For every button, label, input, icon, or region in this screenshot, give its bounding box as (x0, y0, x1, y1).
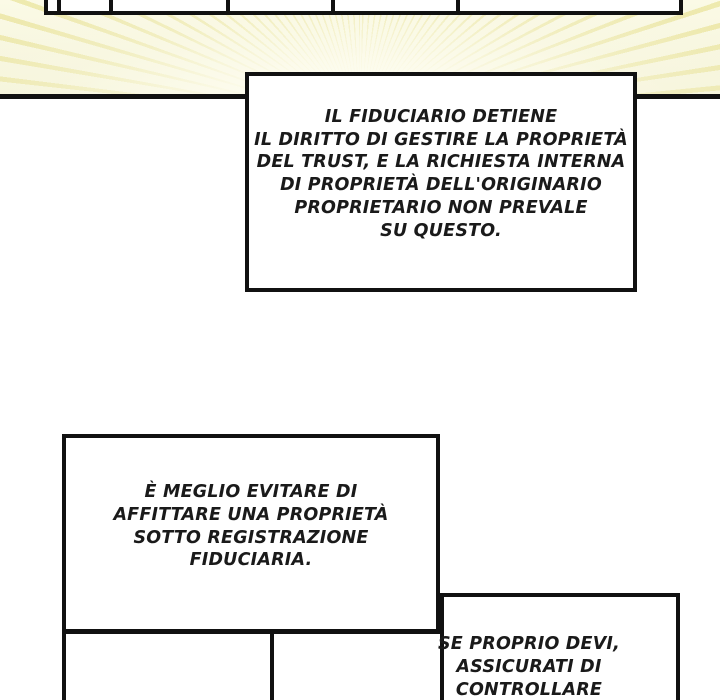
caption-box-2-tail (62, 629, 274, 700)
caption-text-2: È MEGLIO EVITARE DI AFFITTARE UNA PROPRI… (113, 482, 389, 571)
caption-box-2-tail-top-edge (62, 629, 274, 634)
table-divider-3 (226, 0, 230, 11)
caption-text-3: SE PROPRIO DEVI, ASSICURATI DI CONTROLLA… (438, 634, 620, 700)
table-divider-5 (456, 0, 460, 11)
table-divider-1 (57, 0, 61, 11)
cut-off-table (44, 0, 683, 15)
caption-box-1: IL FIDUCIARIO DETIENE IL DIRITTO DI GEST… (245, 72, 637, 292)
table-divider-2 (109, 0, 113, 11)
caption-box-2-bottom-seam (274, 629, 444, 634)
table-divider-4 (331, 0, 335, 11)
caption-box-2: È MEGLIO EVITARE DI AFFITTARE UNA PROPRI… (62, 434, 440, 633)
caption-text-1: IL FIDUCIARIO DETIENE IL DIRITTO DI GEST… (254, 106, 628, 241)
caption-box-3: SE PROPRIO DEVI, ASSICURATI DI CONTROLLA… (438, 593, 680, 700)
